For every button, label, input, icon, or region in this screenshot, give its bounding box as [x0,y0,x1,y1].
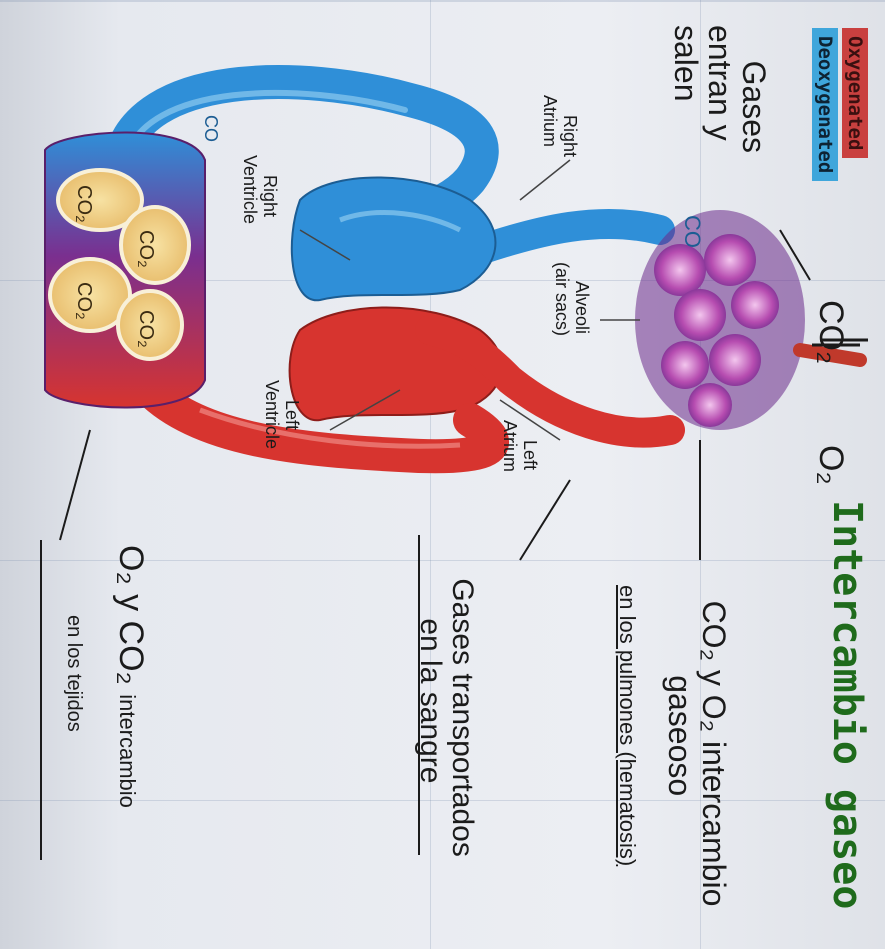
note-tissue-heading: O₂ y CO₂ intercambio [111,545,150,808]
note-tissue-sub-text: en los tejidos [63,615,85,732]
note-lungs-heading: CO₂ y O₂ intercambio gaseoso [629,565,765,906]
label-left-atrium: Left Atrium [480,420,560,472]
label-left-atrium-text: Left Atrium [500,420,540,472]
label-left-ventricle-text: Left Ventricle [262,380,302,449]
label-left-ventricle: Left Ventricle [242,380,322,449]
handwritten-connector [60,430,90,540]
o2-label: O₂ [812,445,850,485]
tissue-co2-1: CO₂ [73,185,95,223]
note-gases-entran-text: Gases entran y salen [668,25,772,153]
co-tag: CO [680,215,705,248]
note-tissue-heading-text: O₂ y CO₂ [112,545,150,685]
note-blood-bracket [418,535,420,855]
alveolus [731,281,779,329]
tissue-co2-2: CO₂ [135,230,157,268]
note-blood-text: Gases transportados en la sangre [414,578,479,856]
label-alveoli: Alveoli (air sacs) [532,262,612,336]
label-right-ventricle: Right Ventricle [220,155,300,224]
note-tissue-word-text: intercambio [115,694,140,808]
label-right-ventricle-text: Right Ventricle [240,155,280,224]
note-lungs-sub: en los pulmones (hematosis) [614,585,640,866]
note-tissue-sub: en los tejidos [62,615,85,732]
alveolus [709,334,761,386]
alveoli-cluster [635,210,805,430]
alveolus [674,289,726,341]
label-right-atrium: Right Atrium [520,95,600,157]
note-gases-entran: Gases entran y salen [635,25,805,153]
legend-deoxygenated-label: Deoxygenated [814,36,836,173]
pulmonary-artery [480,224,660,250]
tissue-co2-3: CO₂ [73,282,95,320]
label-alveoli-text: Alveoli (air sacs) [552,262,592,336]
handwritten-connector [520,480,570,560]
note-tissue-bracket [40,540,42,860]
legend-oxygenated-label: Oxygenated [844,36,866,150]
co-small-label: CO [201,115,221,142]
legend-oxygenated: Oxygenated [842,28,868,158]
note-blood: Gases transportados en la sangre [382,545,510,857]
tissue-co2-4: CO₂ [135,310,157,348]
label-right-atrium-text: Right Atrium [540,95,580,157]
alveolus [654,244,706,296]
page-title: Intercambio gaseo [824,500,870,909]
pointer-line [520,160,570,200]
legend-deoxygenated: Deoxygenated [812,28,838,181]
alveolus [704,234,756,286]
co2-label: CO₂ [812,300,850,364]
alveolus [661,341,709,389]
note-lungs-heading-text: CO₂ y O₂ intercambio gaseoso [662,601,732,907]
note-lungs-sub-text: en los pulmones (hematosis) [615,585,640,866]
alveolus [688,383,732,427]
